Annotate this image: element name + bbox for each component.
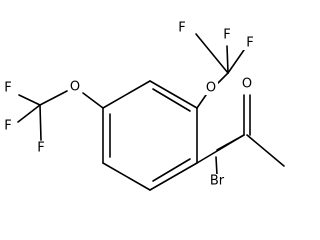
- bond-c2-o1: [196, 94, 207, 109]
- atom-o2: O: [70, 80, 80, 95]
- bond-ring-3: [149, 162, 198, 191]
- atom-o1: O: [206, 81, 216, 96]
- bond-cf3a-f1: [226, 45, 229, 74]
- atom-label-layer: F F F O F F F O O Br: [1, 21, 257, 189]
- atom-f4: F: [4, 81, 11, 96]
- bond-cf3a-f3: [227, 49, 245, 74]
- atom-f3: F: [246, 36, 253, 51]
- atom-o3: O: [242, 77, 252, 92]
- bond-cf3a-f2: [195, 33, 229, 74]
- bond-ring-6: [102, 80, 151, 109]
- bond-carbonyl-methyl: [246, 134, 285, 167]
- bond-cbr-carbonyl: [216, 134, 245, 151]
- bond-o2-cf3b: [39, 90, 68, 106]
- molecule-structure: F F F O F F F O O Br: [1, 20, 285, 191]
- bond-cf3b-f4: [18, 94, 41, 106]
- bond-c4-o2: [82, 92, 104, 109]
- atom-f2: F: [178, 21, 185, 36]
- bond-ring-inner-2: [152, 158, 191, 182]
- bond-cf3b-f6: [39, 104, 42, 141]
- bond-cf3b-f5: [17, 104, 41, 123]
- bond-ring-1: [149, 80, 198, 109]
- atom-f5: F: [4, 119, 11, 134]
- bond-layer: [17, 33, 285, 191]
- atom-f6: F: [37, 141, 44, 156]
- bond-cbr-br: [215, 156, 218, 176]
- atom-br: Br: [210, 174, 225, 189]
- bond-ring-inner-1: [152, 88, 191, 112]
- bond-ring-4: [102, 162, 151, 191]
- atom-f1: F: [223, 28, 230, 43]
